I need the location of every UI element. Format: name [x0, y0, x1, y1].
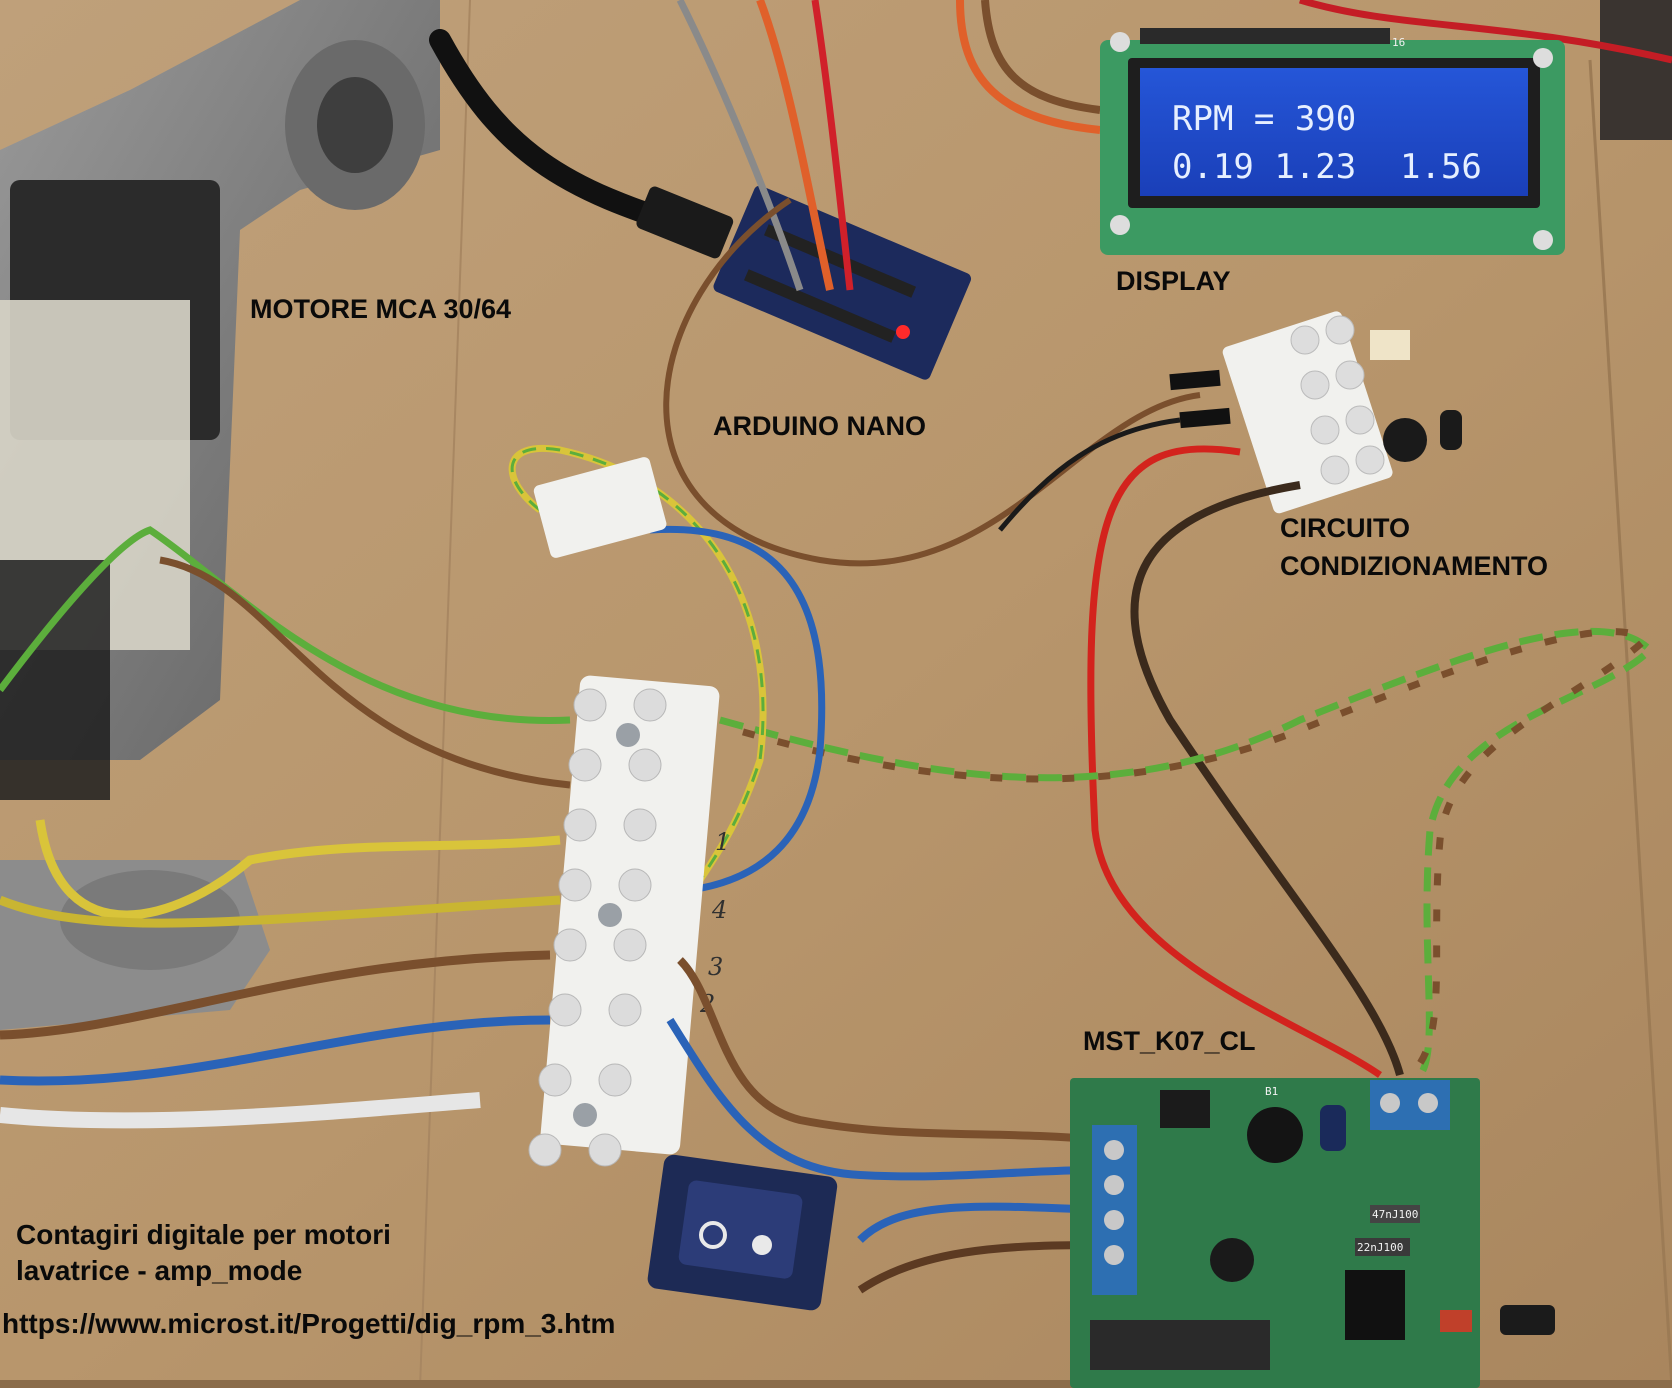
rocker-switch: [647, 1154, 838, 1311]
lcd-line2-left: 0.19 1.23: [1172, 147, 1356, 187]
wood-edge: [1588, 59, 1672, 1388]
label-circuit-line2: CONDIZIONAMENTO: [1280, 551, 1548, 581]
yellow-green-loop-stripe: [510, 447, 765, 881]
twisted-pair-green: [719, 627, 1655, 1078]
motor-brown-wire: [159, 556, 571, 789]
switch-blue-to-board: [857, 1202, 1101, 1243]
motor-mca: [0, 0, 440, 1030]
small-terminal-block: [533, 457, 667, 558]
red-power-wire: [1087, 445, 1382, 1078]
board-bottom-edge: [0, 1380, 1672, 1388]
lcd-cable-brown: [981, 0, 1101, 114]
label-arduino: ARDUINO NANO: [713, 411, 926, 441]
arduino-power-led: [896, 325, 910, 339]
mst-k07-cl-pcb: B1 47nJ100 22nJ100: [1070, 1078, 1555, 1388]
lcd-screen: [1140, 68, 1528, 196]
top-right-red-wire: [1298, 0, 1672, 64]
strip-blue-to-board: [666, 1017, 1101, 1181]
motor-green-wire: [0, 526, 571, 724]
switch-brown-to-board: [857, 1241, 1101, 1294]
black-signal-wire: [998, 417, 1181, 532]
mains-white-cable: [0, 1092, 481, 1129]
motor-yellow-green-wire-2: [0, 895, 561, 928]
lcd-pin-header: [1140, 28, 1390, 44]
lcd-pin-label: 16: [1392, 36, 1405, 49]
cap-47n-label: 47nJ100: [1372, 1208, 1418, 1221]
motor-brown-wire-2: [0, 950, 551, 1040]
caption-line1: Contagiri digitale per motori: [16, 1219, 391, 1250]
wood-grain-line: [419, 0, 471, 1388]
conditioning-circuit: [1169, 311, 1462, 514]
label-display: DISPLAY: [1116, 266, 1231, 296]
dark-top-right-corner: [1600, 0, 1672, 140]
dark-brown-power-wire: [1130, 481, 1404, 1077]
lcd-cable-orange: [956, 0, 1101, 134]
label-circuit-line1: CIRCUITO: [1280, 513, 1411, 543]
terminal-mark-3: 3: [708, 953, 723, 981]
orange-wire: [756, 0, 834, 291]
label-board: MST_K07_CL: [1083, 1026, 1256, 1056]
blue-loop-wire: [649, 525, 826, 894]
grey-wire: [676, 0, 804, 292]
twisted-pair-brown: [718, 628, 1651, 1078]
red-top-wire: [811, 0, 854, 291]
motor-blue-wire: [0, 1015, 551, 1086]
motor-yellow-green-wire-1: [35, 819, 561, 920]
board-b1-label: B1: [1265, 1085, 1278, 1098]
caption-url[interactable]: https://www.microst.it/Progetti/dig_rpm_…: [2, 1308, 616, 1339]
lcd-line2-right: 1.56: [1400, 147, 1482, 187]
label-motor: MOTORE MCA 30/64: [250, 294, 512, 324]
terminal-mark-1: 1: [715, 828, 730, 856]
lcd-line1: RPM = 390: [1172, 99, 1356, 139]
terminal-mark-4: 4: [711, 896, 727, 924]
strip-brown-to-board: [677, 957, 1101, 1144]
usb-plug: [636, 186, 734, 259]
lcd-display: 16 RPM = 390 0.19 1.23 1.56: [1100, 28, 1565, 255]
caption-line2: lavatrice - amp_mode: [16, 1255, 303, 1286]
cap-22n-label: 22nJ100: [1357, 1241, 1403, 1254]
